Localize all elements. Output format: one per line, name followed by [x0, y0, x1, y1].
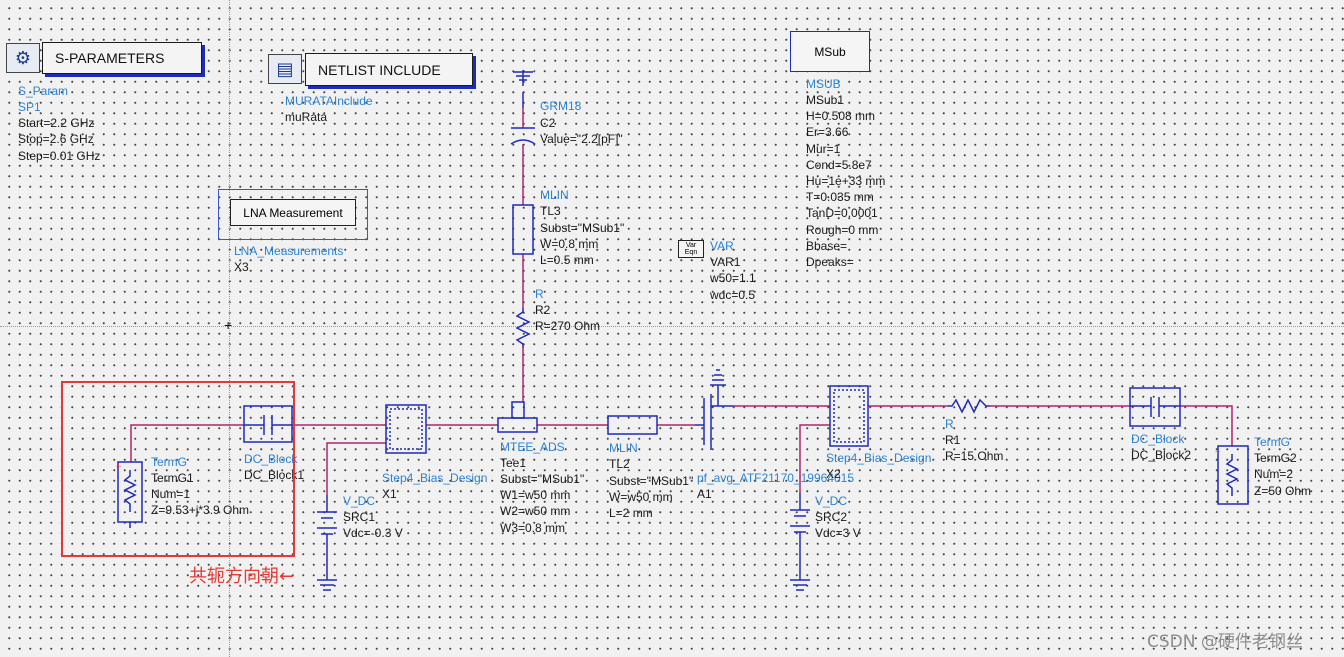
msub-tand: TanD=0.0001 — [806, 206, 878, 220]
sparam-stop: Stop=2.6 GHz — [18, 132, 94, 146]
msub-h: H=0.508 mm — [806, 109, 876, 123]
sparameters-block[interactable]: S-PARAMETERS — [42, 42, 202, 74]
msub-t: T=0.035 mm — [806, 190, 874, 204]
tl3-id: TL3 — [540, 204, 561, 218]
netlist-id: muRata — [285, 110, 328, 124]
msub-cond: Cond=5.8e7 — [806, 158, 872, 172]
x2-type: Step4_Bias_Design — [826, 451, 932, 465]
dcb2-type: DC_Block — [1131, 432, 1185, 446]
lna-measurement-block[interactable] — [218, 189, 368, 240]
svg-text:+: + — [1215, 447, 1220, 457]
tl3-type: MLIN — [540, 188, 569, 202]
tee1-id: Tee1 — [500, 456, 527, 470]
tl3-w: W=0.8 mm — [540, 237, 599, 251]
sparam-start: Start=2.2 GHz — [18, 116, 95, 130]
x1-type: Step4_Bias_Design — [382, 471, 488, 485]
sparameters-icon[interactable]: ⚙ — [6, 43, 40, 73]
var-id: VAR1 — [710, 255, 741, 269]
c2-value: Value="2.2[pF]" — [540, 132, 623, 146]
netlist-include-icon[interactable]: ▤ — [268, 54, 302, 84]
watermark: CSDN @硬件老钢丝 — [1147, 632, 1303, 652]
src1-id: SRC1 — [343, 510, 376, 524]
r2-value: R=270 Ohm — [535, 319, 601, 333]
tl2-w: W=w50 mm — [609, 490, 673, 504]
termg1-num: Num=1 — [151, 487, 191, 501]
cursor-crosshair: + — [224, 317, 233, 333]
a1-id: A1 — [697, 487, 712, 501]
msub-bbase: Bbase= — [806, 239, 848, 253]
msub-title: MSub — [814, 44, 846, 59]
msub-dpeaks: Dpeaks= — [806, 255, 854, 269]
dcb2-id: DC_Block2 — [1131, 448, 1192, 462]
sparam-id: SP1 — [18, 100, 41, 114]
netlist-type: MURATAInclude — [285, 94, 373, 108]
termg2-type: TermG — [1254, 435, 1290, 449]
var-w50: w50=1.1 — [710, 271, 756, 285]
r2-id: R2 — [535, 303, 551, 317]
dcb1-type: DC_Block — [244, 452, 298, 466]
x2-id: X2 — [826, 467, 841, 481]
src2-id: SRC2 — [815, 510, 848, 524]
msub-hu: Hu=1e+33 mm — [806, 174, 886, 188]
msub-er: Er=3.66 — [806, 125, 849, 139]
crosshair-vertical — [229, 0, 230, 657]
tee1-w2: W2=w50 mm — [500, 504, 571, 518]
c2-type: GRM18 — [540, 99, 582, 113]
src1-type: V_DC — [343, 494, 376, 508]
dcb1-id: DC_Block1 — [244, 468, 305, 482]
r1-type: R — [945, 417, 954, 431]
tee1-w1: W1=w50 mm — [500, 488, 571, 502]
lna-id: X3 — [234, 260, 249, 274]
lna-type: LNA_Measurements — [234, 244, 344, 258]
r2-type: R — [535, 287, 544, 301]
src1-vdc: Vdc=-0.3 V — [343, 526, 403, 540]
termg2-z: Z=50 Ohm — [1254, 484, 1312, 498]
tl2-type: MLIN — [609, 441, 638, 455]
tl2-subst: Subst="MSub1" — [609, 474, 694, 488]
msub-block[interactable]: MSub — [790, 31, 870, 72]
highlight-box — [61, 381, 295, 557]
crosshair-horizontal — [0, 326, 1344, 327]
termg2-id: TermG2 — [1254, 451, 1297, 465]
tl2-id: TL2 — [609, 457, 630, 471]
termg1-z: Z=9.53+j*3.9 Ohm — [151, 503, 250, 517]
termg2-num: Num=2 — [1254, 467, 1294, 481]
c2-id: C2 — [540, 116, 556, 130]
x1-id: X1 — [382, 487, 397, 501]
netlist-include-block[interactable]: NETLIST INCLUDE — [305, 53, 473, 86]
tee1-subst: Subst="MSub1" — [500, 472, 585, 486]
src2-type: V_DC — [815, 494, 848, 508]
sparam-type: S_Param — [18, 84, 69, 98]
msub-type: MSUB — [806, 77, 841, 91]
termg1-id: TermG1 — [151, 471, 194, 485]
tee1-w3: W3=0.8 mm — [500, 521, 566, 535]
tl3-l: L=0.5 mm — [540, 253, 594, 267]
sparam-step: Step=0.01 GHz — [18, 149, 101, 163]
var-type: VAR — [710, 239, 734, 253]
src2-vdc: Vdc=3 V — [815, 526, 861, 540]
msub-rough: Rough=0 mm — [806, 223, 879, 237]
lna-measurement-inner: LNA Measurement — [230, 199, 356, 226]
lna-measurement-title: LNA Measurement — [243, 205, 343, 220]
svg-text:+: + — [116, 462, 121, 472]
netlist-include-title: NETLIST INCLUDE — [318, 61, 441, 78]
sparameters-title: S-PARAMETERS — [55, 50, 165, 66]
tl3-subst: Subst="MSub1" — [540, 221, 625, 235]
r1-id: R1 — [945, 433, 961, 447]
conjugate-annotation: 共轭方向朝← — [189, 566, 295, 587]
tl2-l: L=2 mm — [609, 506, 653, 520]
r1-value: R=15 Ohm — [945, 449, 1004, 463]
termg1-type: TermG — [151, 455, 187, 469]
tee1-type: MTEE_ADS — [500, 440, 565, 454]
msub-id: MSub1 — [806, 93, 845, 107]
msub-mur: Mur=1 — [806, 142, 841, 156]
a1-type: pf_avg_ATF21170_19964015 — [697, 471, 855, 485]
var-wdc: wdc=0.5 — [710, 288, 756, 302]
